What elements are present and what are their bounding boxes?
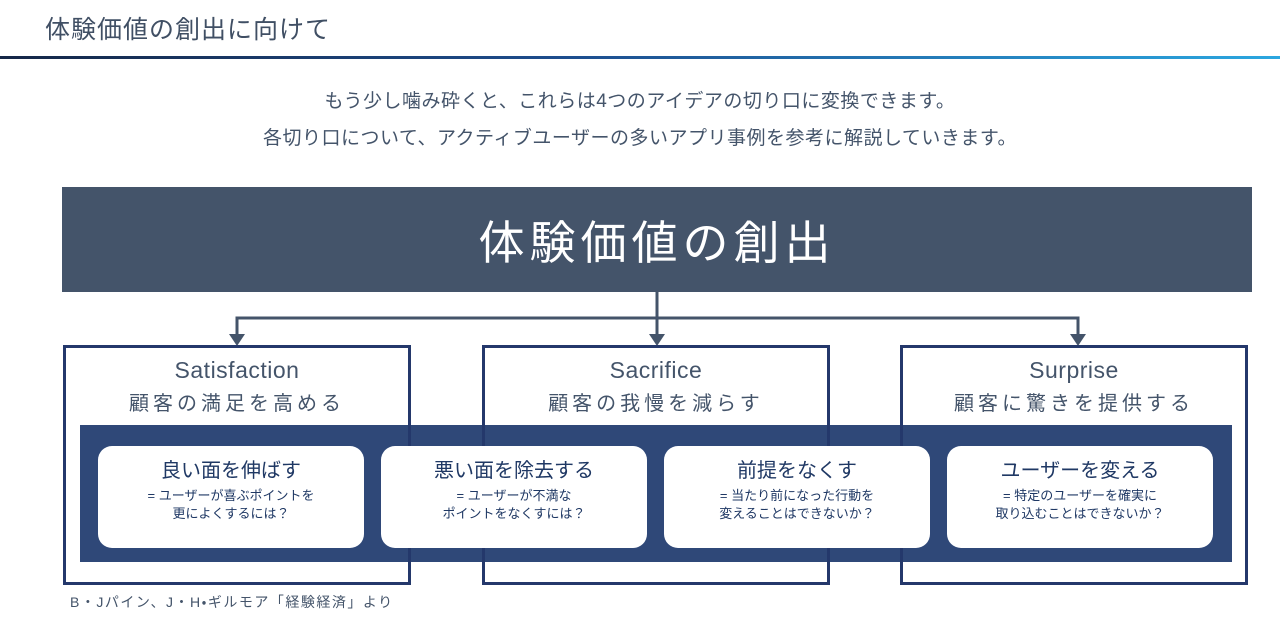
idea-card-remove-bad: 悪い面を除去する = ユーザーが不満な ポイントをなくすには？: [381, 446, 647, 548]
branch-satisfaction-en: Satisfaction: [174, 357, 300, 383]
page-title: 体験価値の創出に向けて: [45, 16, 332, 44]
branch-satisfaction: Satisfaction 顧客の満足を高める: [63, 345, 411, 585]
idea-card-desc-line1: = 特定のユーザーを確実に: [1003, 488, 1157, 503]
idea-card-desc-line2: 取り込むことはできないか？: [995, 506, 1165, 521]
root-node-label: 体験価値の創出: [478, 216, 836, 269]
branch-sacrifice-ja: 顧客の我慢を減らす: [548, 393, 764, 415]
idea-card-change-user: ユーザーを変える = 特定のユーザーを確実に 取り込むことはできないか？: [947, 446, 1213, 548]
idea-card-title: ユーザーを変える: [1000, 460, 1160, 482]
idea-card-desc: = ユーザーが不満な ポイントをなくすには？: [381, 487, 647, 523]
idea-card-desc: = 特定のユーザーを確実に 取り込むことはできないか？: [947, 487, 1213, 523]
intro-text: もう少し噛み砕くと、これらは4つのアイデアの切り口に変換できます。 各切り口につ…: [0, 83, 1280, 157]
branch-surprise-ja: 顧客に驚きを提供する: [954, 393, 1194, 415]
branch-surprise-en: Surprise: [1029, 357, 1119, 383]
idea-card-desc-line1: = 当たり前になった行動を: [719, 488, 875, 503]
idea-card-desc-line2: 更によくするには？: [172, 506, 290, 521]
idea-card-remove-premise: 前提をなくす = 当たり前になった行動を 変えることはできないか？: [664, 446, 930, 548]
intro-line-2: 各切り口について、アクティブユーザーの多いアプリ事例を参考に解説していきます。: [262, 128, 1018, 149]
root-node: 体験価値の創出: [62, 187, 1252, 292]
idea-card-title: 前提をなくす: [737, 460, 857, 482]
source-note: B・Jパイン、J・H・ギルモア「経験経済」より: [70, 594, 394, 610]
title-underline: [0, 56, 1280, 59]
idea-card-extend-good: 良い面を伸ばす = ユーザーが喜ぶポイントを 更によくするには？: [98, 446, 364, 548]
idea-card-desc-line2: 変えることはできないか？: [719, 506, 875, 521]
branch-sacrifice-en: Sacrifice: [609, 357, 703, 383]
idea-card-desc: = 当たり前になった行動を 変えることはできないか？: [664, 487, 930, 523]
idea-card-desc-line1: = ユーザーが不満な: [456, 488, 572, 503]
idea-card-title: 良い面を伸ばす: [161, 460, 301, 482]
idea-card-title: 悪い面を除去する: [434, 460, 594, 482]
idea-card-desc-line1: = ユーザーが喜ぶポイントを: [147, 488, 315, 503]
idea-card-desc: = ユーザーが喜ぶポイントを 更によくするには？: [98, 487, 364, 523]
idea-card-desc-line2: ポイントをなくすには？: [442, 506, 586, 521]
intro-line-1: もう少し噛み砕くと、これらは4つのアイデアの切り口に変換できます。: [324, 91, 956, 112]
branch-satisfaction-ja: 顧客の満足を高める: [129, 393, 345, 415]
